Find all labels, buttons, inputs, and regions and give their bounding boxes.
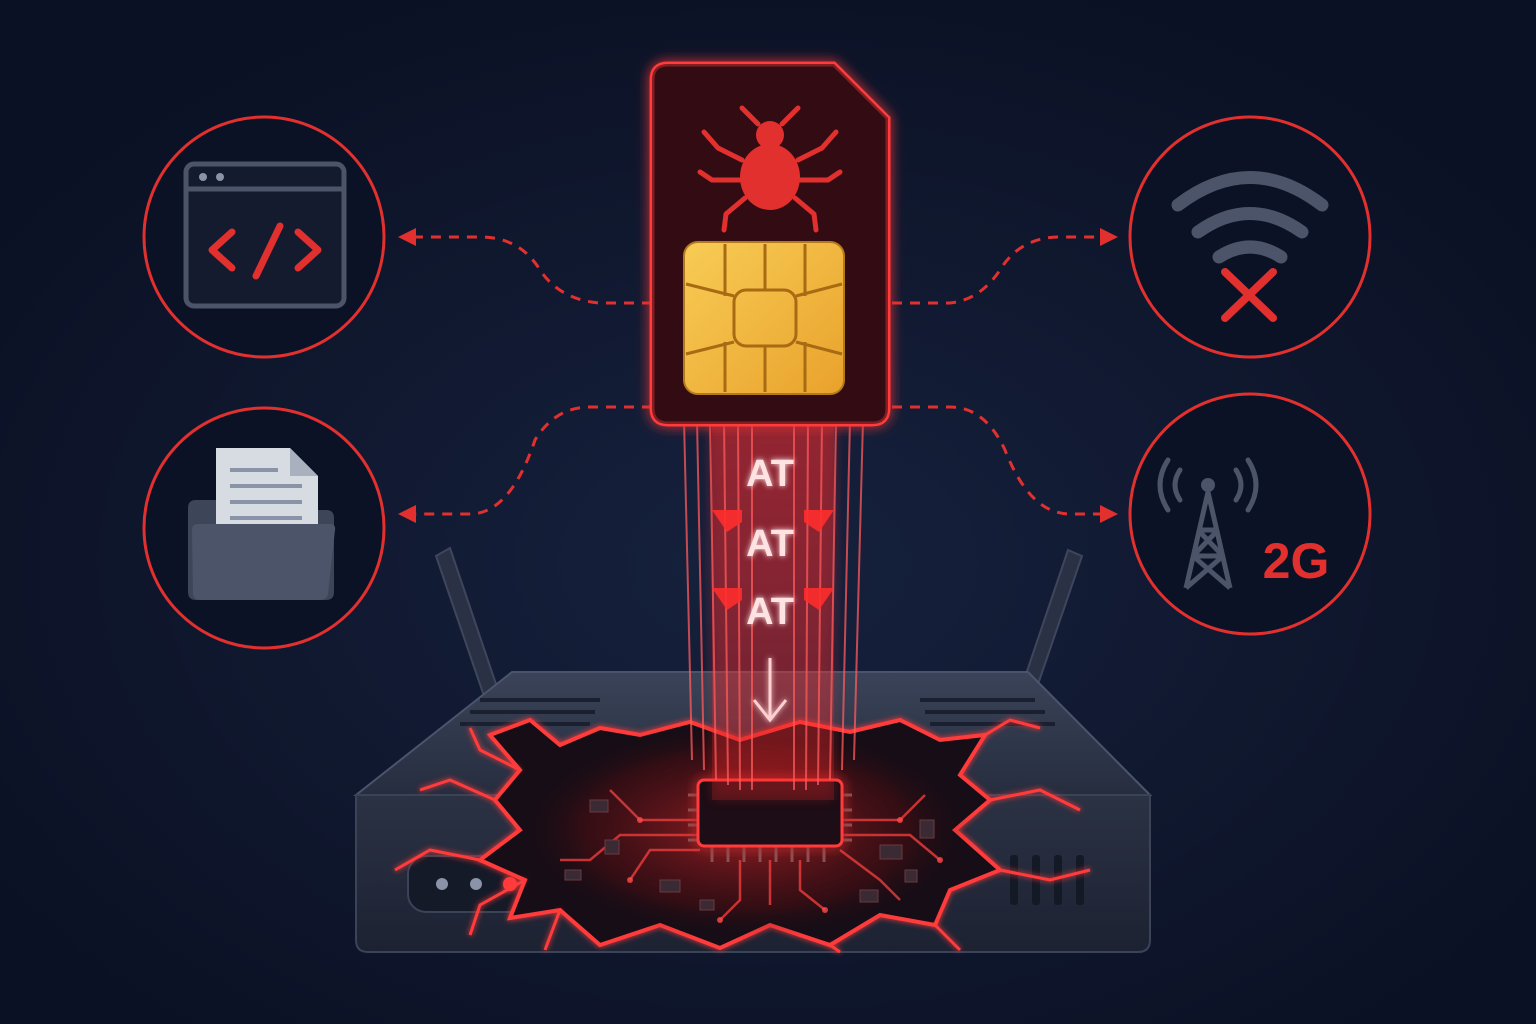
wifi-off-icon xyxy=(1171,171,1329,264)
bug-icon xyxy=(697,105,843,233)
impact-wifi-disabled xyxy=(1128,115,1372,359)
router xyxy=(353,546,1153,954)
network-2g-label: 2G xyxy=(1263,533,1330,589)
folder-document-icon xyxy=(188,448,336,600)
command-beam: AT AT AT xyxy=(683,419,864,800)
sim-chip-icon xyxy=(683,241,845,395)
arrow-down-icon xyxy=(752,658,788,723)
at-command-2: AT xyxy=(746,523,794,565)
cell-tower-icon xyxy=(1157,457,1259,590)
impact-file-access xyxy=(142,406,386,650)
vent-icon xyxy=(460,698,1055,726)
vent-icon xyxy=(1010,855,1084,905)
at-command-3: AT xyxy=(746,591,794,633)
sim-card xyxy=(649,61,891,427)
at-command-1: AT xyxy=(746,453,794,495)
connector-lines xyxy=(415,235,1100,516)
impact-network-downgrade: 2G xyxy=(1128,392,1372,636)
code-window-icon xyxy=(183,161,347,309)
connector-arrowheads xyxy=(398,228,1118,523)
impact-code-execution xyxy=(142,115,386,359)
